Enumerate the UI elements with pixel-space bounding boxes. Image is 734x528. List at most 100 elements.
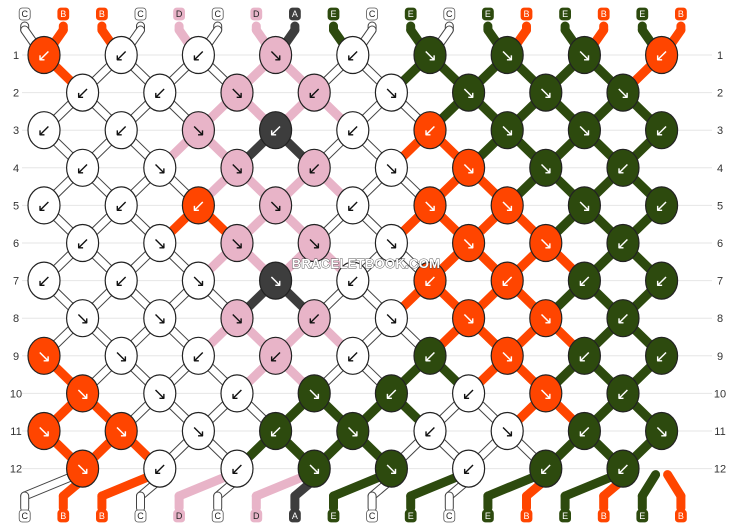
knot: ↘ [452, 223, 486, 263]
knot-shape [297, 374, 331, 413]
string-letter-text: C [446, 511, 453, 521]
knot-shape [490, 111, 524, 150]
knot-direction-icon: ↘ [268, 196, 282, 216]
knot-shape [181, 35, 215, 75]
knot: ↙ [567, 261, 602, 300]
knot-direction-icon: ↙ [346, 196, 360, 216]
knot: ↘ [143, 148, 177, 187]
string-letter-chip [559, 509, 571, 523]
knot-direction-icon: ↘ [114, 422, 128, 442]
knot: ↘ [452, 73, 486, 112]
knot-direction-icon: ↘ [500, 121, 514, 141]
knot: ↙ [27, 111, 61, 150]
knot-shape [220, 148, 254, 187]
knot: ↘ [220, 299, 254, 338]
knot-shape [143, 223, 177, 263]
string-letter: C [211, 7, 224, 21]
string-letter: D [250, 7, 263, 21]
knot-shape [567, 261, 602, 300]
string-letter-chip [675, 7, 687, 21]
string-letter-text: E [562, 511, 568, 521]
knot: ↘ [644, 411, 679, 451]
string-letter: B [96, 7, 108, 21]
knot-direction-icon: ↙ [230, 384, 244, 404]
string-letter-chip [327, 7, 340, 21]
row-number-label: 10 [714, 388, 726, 400]
knot-direction-icon: ↙ [577, 422, 591, 442]
knot: ↘ [490, 111, 524, 150]
knot: ↙ [143, 73, 177, 112]
knot: ↘ [259, 186, 293, 225]
knot-direction-icon: ↙ [654, 347, 668, 367]
knot: ↘ [336, 411, 370, 451]
knot-shape [529, 449, 563, 488]
knot-shape [413, 261, 447, 300]
knot: ↘ [65, 299, 100, 338]
knot-shape [567, 336, 602, 375]
knot-shape [220, 449, 254, 488]
knot: ↘ [143, 299, 177, 338]
knot-shape [297, 299, 331, 338]
knot-direction-icon: ↙ [153, 460, 167, 480]
knot: ↘ [297, 449, 331, 488]
knot-direction-icon: ↙ [423, 272, 437, 292]
knot: ↙ [297, 148, 331, 187]
knot-shape [413, 111, 447, 150]
knot: ↙ [567, 336, 602, 375]
knot-direction-icon: ↙ [307, 159, 321, 179]
knot-direction-icon: ↘ [461, 309, 475, 329]
string-letter-chip [481, 509, 494, 523]
string-letter-text: C [214, 9, 221, 19]
knot-shape [374, 148, 408, 187]
knot-shape [413, 336, 447, 375]
knot: ↘ [452, 148, 486, 187]
knot-direction-icon: ↘ [461, 234, 475, 254]
string-letter: C [18, 509, 31, 523]
string-letter: E [327, 509, 340, 523]
knot: ↙ [606, 374, 640, 413]
knot: ↘ [65, 449, 100, 488]
knot-direction-icon: ↘ [191, 422, 205, 442]
row-number-label: 6 [13, 238, 19, 250]
string-letter: C [443, 509, 456, 523]
knot: ↘ [374, 223, 408, 263]
knot-direction-icon: ↘ [423, 46, 437, 66]
row-number-label: 2 [13, 88, 19, 100]
knot-direction-icon: ↘ [230, 234, 244, 254]
row-number-label: 3 [13, 125, 19, 137]
knot-direction-icon: ↘ [461, 159, 475, 179]
knot-direction-icon: ↘ [654, 422, 668, 442]
string-letter: B [675, 7, 687, 21]
string-letter-chip [250, 7, 263, 21]
string-letter-text: C [369, 9, 376, 19]
knot-shape [644, 261, 679, 300]
knot-shape [65, 449, 100, 488]
knot: ↙ [27, 186, 61, 225]
string-letter-text: B [99, 9, 105, 19]
string-segment [251, 470, 313, 501]
string-letter-chip [250, 509, 263, 523]
string-letter: E [327, 7, 340, 21]
string-letter: E [481, 7, 494, 21]
knot: ↙ [181, 336, 215, 375]
knot-shape [104, 411, 138, 451]
knot-shape [259, 186, 293, 225]
knot: ↘ [220, 73, 254, 112]
knot-direction-icon: ↙ [616, 384, 630, 404]
string-letter: B [520, 509, 533, 523]
string-letter-chip [675, 509, 687, 523]
string-letter-text: E [408, 511, 414, 521]
knot-shape [143, 73, 177, 112]
string-letter: D [173, 7, 186, 21]
knot-shape [336, 111, 370, 150]
knot-direction-icon: ↘ [268, 46, 282, 66]
row-number-label: 12 [714, 464, 726, 476]
knot-direction-icon: ↘ [346, 422, 360, 442]
string-letter: C [211, 509, 224, 523]
knot: ↘ [529, 223, 563, 263]
string-letter: E [559, 509, 571, 523]
knot: ↘ [567, 35, 602, 75]
string-letter-text: B [523, 511, 529, 521]
knot-shape [65, 374, 100, 413]
row-number-label: 12 [10, 464, 22, 476]
